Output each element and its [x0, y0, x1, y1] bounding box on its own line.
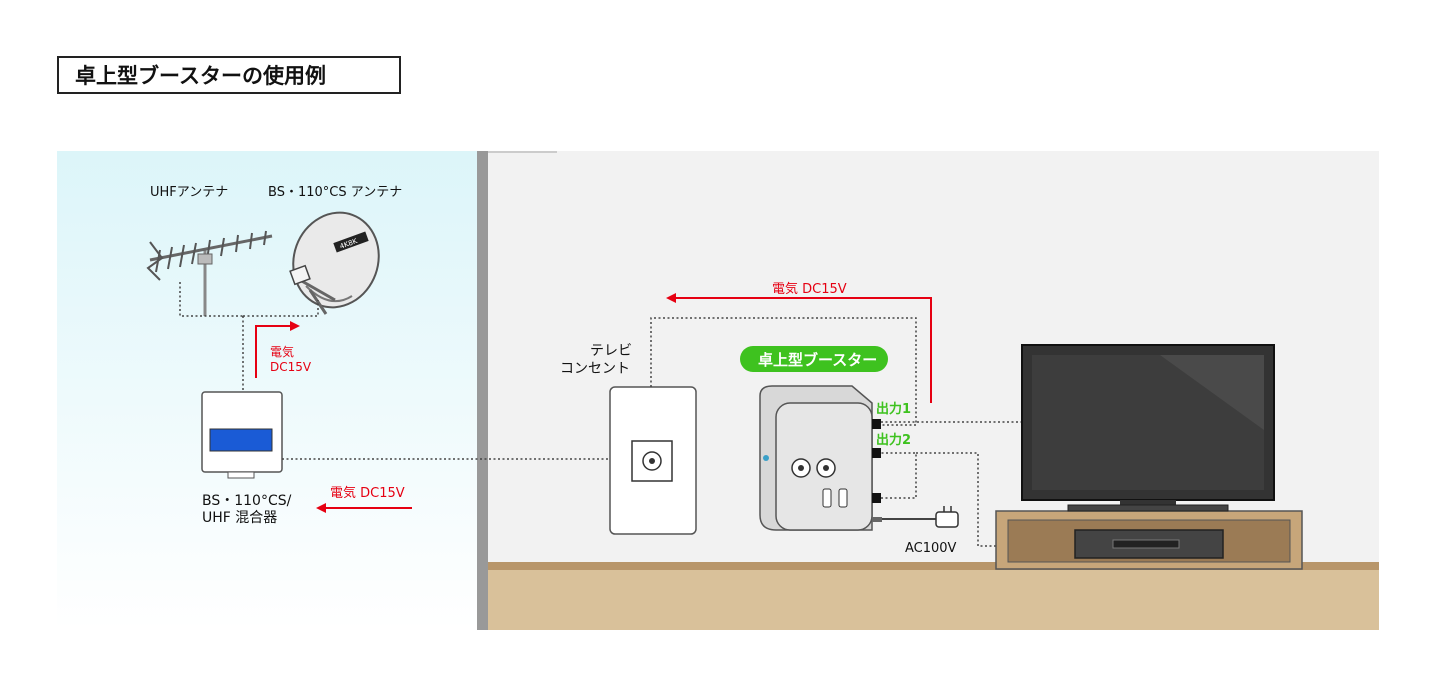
power-label-top: 電気 DC15V: [772, 281, 847, 297]
antenna-cable: [179, 282, 319, 392]
outlet-label-2: コンセント: [560, 361, 630, 377]
power-arrow-up-left: [255, 321, 300, 378]
wall-outlet-device: [609, 386, 697, 535]
output2-label: 出力2: [876, 432, 911, 448]
power-label-left: 電気 DC15V: [330, 485, 405, 501]
power-label-up-2: DC15V: [270, 360, 312, 374]
power-arrow-top: [666, 293, 932, 403]
ac-label: AC100V: [905, 541, 957, 556]
outlet-label-1: テレビ: [590, 343, 632, 359]
floor-edge: [488, 562, 1379, 570]
ac-cord: [882, 506, 959, 528]
booster-device: [759, 385, 882, 531]
uhf-antenna-label: UHFアンテナ: [150, 185, 228, 200]
power-label-up-1: 電気: [270, 344, 294, 359]
bs-antenna-icon: 4K8K: [289, 211, 380, 315]
bs-antenna-label: BS・110°CS アンテナ: [268, 185, 402, 200]
output1-label: 出力1: [876, 401, 911, 417]
wall: [477, 151, 488, 630]
floor: [488, 570, 1379, 630]
mixer-label-2: UHF 混合器: [202, 510, 277, 526]
recorder-device: [1074, 529, 1224, 559]
wall-top: [477, 151, 557, 153]
outlet-booster-cable: [650, 317, 917, 499]
tv-cabinet: [995, 510, 1303, 570]
booster-badge-label: 卓上型ブースター: [758, 351, 877, 369]
mixer-label-1: BS・110°CS/: [202, 493, 292, 509]
uhf-antenna-icon: [146, 230, 273, 316]
tv-icon: [1021, 344, 1275, 512]
booster-badge: 卓上型ブースター: [740, 346, 888, 372]
mixer-device: [201, 391, 283, 479]
page-title: 卓上型ブースターの使用例: [57, 56, 401, 94]
outdoor-area: [57, 151, 477, 630]
